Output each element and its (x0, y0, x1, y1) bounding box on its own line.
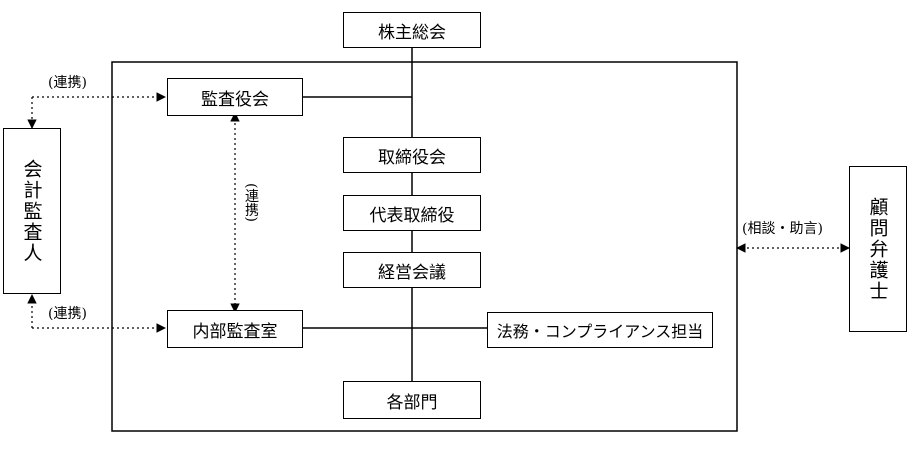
legal-compliance-box: 法務・コンプライアンス担当 (487, 312, 713, 348)
coop-label-bottom: (連携) (48, 306, 87, 322)
board-of-directors-box: 取締役会 (343, 137, 481, 173)
internal-audit-office-box: 内部監査室 (167, 310, 303, 348)
accounting-auditor-box: 会計監査人 (3, 128, 61, 294)
coop-label-top: (連携) (48, 75, 87, 91)
legal-advisor-box: 顧問弁護士 (849, 166, 907, 332)
management-meeting-box: 経営会議 (343, 252, 481, 288)
shareholders-meeting-box: 株主総会 (343, 12, 481, 48)
departments-box: 各部門 (343, 381, 481, 419)
representative-director-box: 代表取締役 (343, 195, 481, 231)
company-frame (111, 61, 738, 432)
coop-label-middle: (連携) (243, 183, 259, 222)
audit-board-box: 監査役会 (167, 78, 303, 116)
consultation-label: (相談・助言) (742, 221, 823, 237)
